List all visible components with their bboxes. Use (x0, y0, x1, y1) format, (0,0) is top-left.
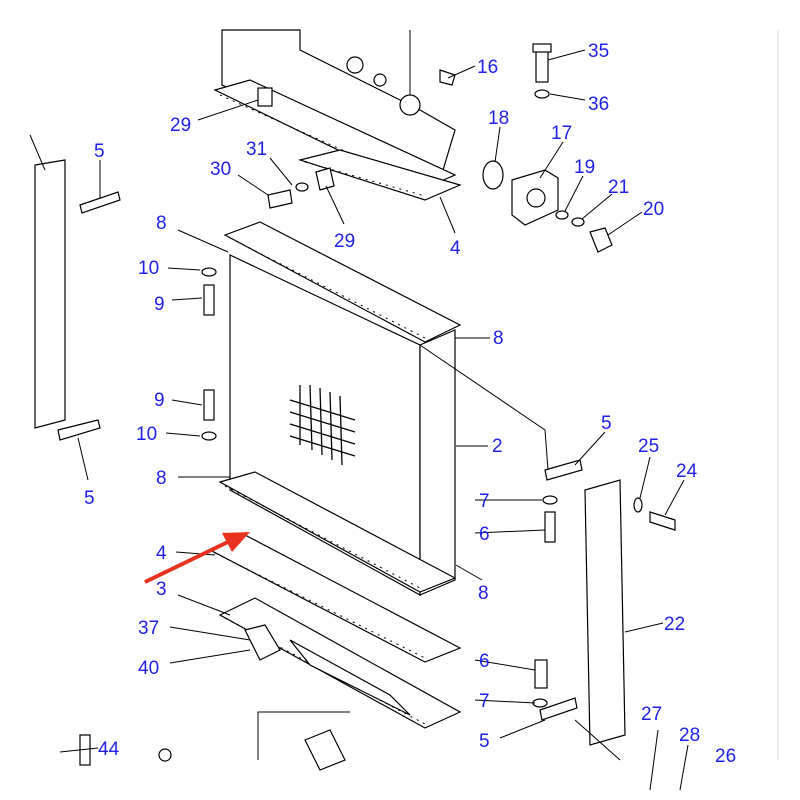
part-label: 29 (334, 231, 355, 252)
part-labels: 35 16 36 29 18 17 5 31 30 19 21 20 29 4 … (84, 41, 736, 767)
part-label: 19 (574, 157, 595, 178)
part-label: 22 (664, 614, 685, 635)
part-label: 8 (156, 213, 167, 234)
part-label: 7 (479, 491, 490, 512)
part-label: 20 (643, 199, 664, 220)
part-label: 10 (136, 424, 157, 445)
part-label: 16 (477, 57, 498, 78)
part-label: 8 (156, 468, 167, 489)
part-label: 31 (246, 139, 267, 160)
radiator-core (218, 221, 462, 597)
part-label: 28 (679, 725, 700, 746)
part-label: 17 (551, 123, 572, 144)
lower-tank (208, 534, 462, 771)
part-label: 10 (138, 258, 159, 279)
part-label: 6 (479, 524, 490, 545)
part-label: 25 (638, 436, 659, 457)
part-label: 27 (641, 704, 662, 725)
part-label: 7 (479, 691, 490, 712)
gasket-upper (297, 149, 462, 201)
part-label: 8 (493, 328, 504, 349)
side-plate-left (29, 134, 121, 441)
part-label: 6 (479, 651, 490, 672)
part-label: 8 (478, 583, 489, 604)
bolts (79, 267, 676, 766)
part-label: 40 (138, 658, 159, 679)
part-label: 4 (450, 238, 461, 259)
part-label: 37 (138, 618, 159, 639)
leader-lines (59, 49, 689, 791)
part-label: 26 (715, 746, 736, 767)
part-label: 35 (588, 41, 609, 62)
part-label: 18 (488, 108, 509, 129)
part-label: 9 (154, 390, 165, 411)
part-label: 2 (492, 436, 503, 457)
highlight-arrow (144, 532, 250, 584)
part-label: 21 (608, 177, 629, 198)
hardware-top-right (267, 43, 613, 253)
part-label: 9 (154, 294, 165, 315)
part-label: 44 (98, 739, 120, 760)
part-label: 30 (210, 159, 231, 180)
part-label: 29 (170, 115, 191, 136)
part-label: 5 (84, 488, 95, 509)
part-label: 5 (94, 141, 105, 162)
part-label: 5 (601, 413, 612, 434)
part-label: 36 (588, 94, 609, 115)
part-label: 3 (156, 579, 167, 600)
part-label: 5 (479, 731, 490, 752)
part-label: 24 (676, 461, 698, 482)
side-plate-right (419, 344, 626, 746)
part-label: 4 (156, 543, 167, 564)
